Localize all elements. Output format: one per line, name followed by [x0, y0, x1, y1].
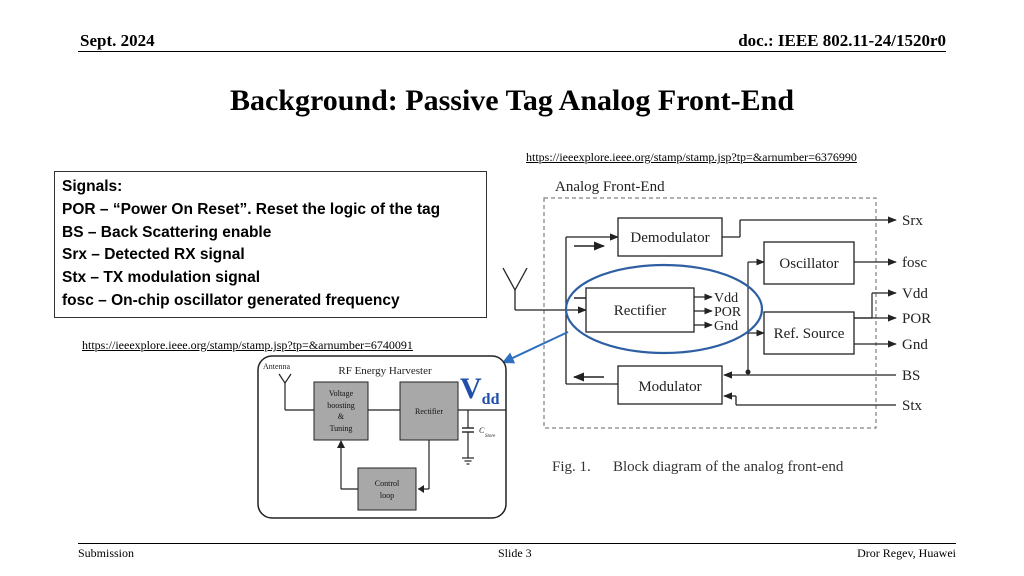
- output-por-label: POR: [902, 311, 931, 327]
- reference-link-harvester[interactable]: https://ieeexplore.ieee.org/stamp/stamp.…: [82, 338, 413, 352]
- antenna-icon: [502, 267, 566, 311]
- figure-caption-label: Fig. 1.: [552, 459, 591, 475]
- signal-fosc: fosc – On-chip oscillator generated freq…: [62, 291, 400, 309]
- vdd-callout: Vdd: [460, 372, 499, 409]
- rectifier-label: Rectifier: [614, 303, 666, 319]
- ref-source-block: [763, 311, 855, 355]
- header-rule: [78, 51, 946, 52]
- harvester-antenna-label: Antenna: [263, 362, 291, 371]
- signal-stx: Stx – TX modulation signal: [62, 269, 261, 287]
- output-fosc-label: fosc: [902, 255, 927, 271]
- vdd-callout-sub: dd: [481, 391, 500, 408]
- harvester-heading: RF Energy Harvester: [338, 365, 432, 377]
- afe-boundary: [543, 197, 877, 429]
- control-loop-block: [357, 467, 417, 511]
- reference-link-afe[interactable]: https://ieeexplore.ieee.org/stamp/stamp.…: [526, 150, 857, 164]
- voltage-block-line-4: Tuning: [330, 424, 353, 433]
- modulator-block: [617, 365, 723, 405]
- signal-srx: Srx – Detected RX signal: [62, 246, 245, 264]
- header-doc-id: doc.: IEEE 802.11-24/1520r0: [738, 31, 946, 50]
- afe-heading: Analog Front-End: [555, 179, 665, 195]
- rectifier-highlight-ellipse: [564, 263, 764, 355]
- control-block-line-2: loop: [380, 491, 394, 500]
- footer-author: Dror Regev, Huawei: [857, 546, 956, 560]
- voltage-block-line-1: Voltage: [329, 389, 354, 398]
- capacitor-subscript: Store: [485, 434, 496, 439]
- footer-slide-number: Slide 3: [498, 546, 532, 560]
- rectifier-block: [585, 287, 695, 333]
- harvester-antenna-icon: [278, 373, 314, 411]
- rectifier-vdd-label: Vdd: [714, 291, 738, 306]
- ref-source-label: Ref. Source: [774, 326, 845, 342]
- demodulator-block: [617, 217, 723, 257]
- signals-heading: Signals:: [62, 178, 123, 195]
- output-srx-label: Srx: [902, 213, 923, 229]
- input-stx-label: Stx: [902, 398, 923, 414]
- signals-box: Signals: POR – “Power On Reset”. Reset t…: [54, 171, 487, 318]
- output-gnd-label: Gnd: [902, 337, 928, 353]
- figure-caption: Block diagram of the analog front-end: [613, 459, 844, 475]
- input-bs-label: BS: [902, 368, 920, 384]
- footer-submission: Submission: [78, 546, 135, 560]
- demodulator-label: Demodulator: [630, 230, 709, 246]
- vdd-callout-main: V: [460, 372, 482, 405]
- output-vdd-label: Vdd: [902, 286, 928, 302]
- rf-harvester-diagram: Antenna RF Energy Harvester Voltage boos…: [257, 355, 507, 519]
- voltage-block-line-3: &: [338, 412, 345, 421]
- signal-por: POR – “Power On Reset”. Reset the logic …: [62, 200, 441, 218]
- footer-rule: [78, 543, 956, 544]
- oscillator-label: Oscillator: [779, 256, 838, 272]
- afe-block-diagram: Analog Front-End Demodulator Oscillator …: [502, 179, 931, 475]
- control-block-line-1: Control: [375, 479, 400, 488]
- slide-title: Background: Passive Tag Analog Front-End: [229, 84, 795, 117]
- voltage-block-line-2: boosting: [327, 401, 355, 410]
- signal-bs: BS – Back Scattering enable: [62, 223, 272, 241]
- voltage-boosting-block: [313, 381, 369, 441]
- capacitor-label: C: [479, 426, 485, 435]
- harvester-rectifier-label: Rectifier: [415, 407, 443, 416]
- header-date: Sept. 2024: [80, 31, 155, 50]
- rectifier-por-label: POR: [714, 305, 742, 320]
- callout-arrow: [501, 331, 569, 364]
- rectifier-gnd-label: Gnd: [714, 319, 738, 334]
- modulator-label: Modulator: [638, 379, 701, 395]
